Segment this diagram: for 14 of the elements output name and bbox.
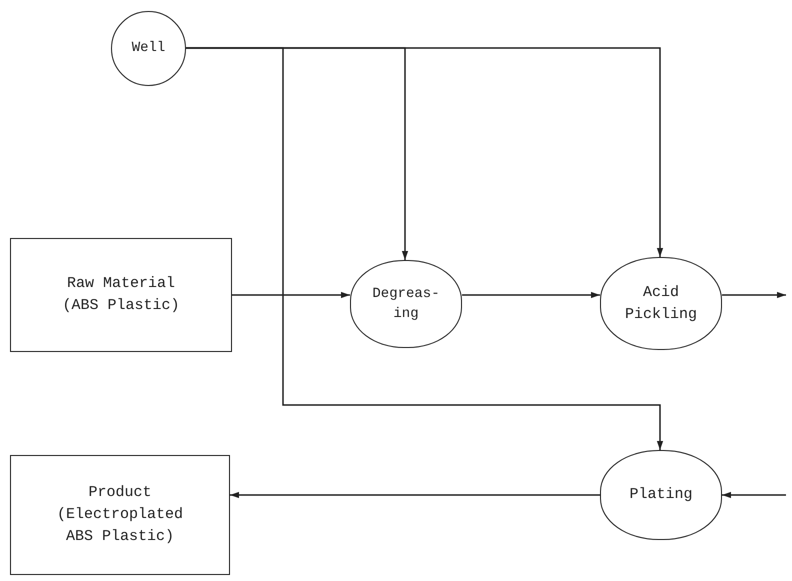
arrow (186, 47, 664, 450)
node-label: Plating (628, 485, 694, 506)
arrow (230, 492, 600, 498)
node-label: Acid Pickling (624, 282, 698, 324)
material-box (10, 455, 230, 575)
node-label: Product (Electroplated ABS Plastic) (56, 483, 184, 547)
arrow (462, 292, 600, 298)
arrow (722, 492, 786, 498)
arrow (232, 292, 350, 298)
node-label: Raw Material (ABS Plastic) (61, 274, 181, 316)
node-label: Degreas- ing (371, 284, 441, 324)
node-label: Well (130, 39, 166, 58)
material-box (10, 238, 232, 352)
arrow (722, 292, 786, 298)
